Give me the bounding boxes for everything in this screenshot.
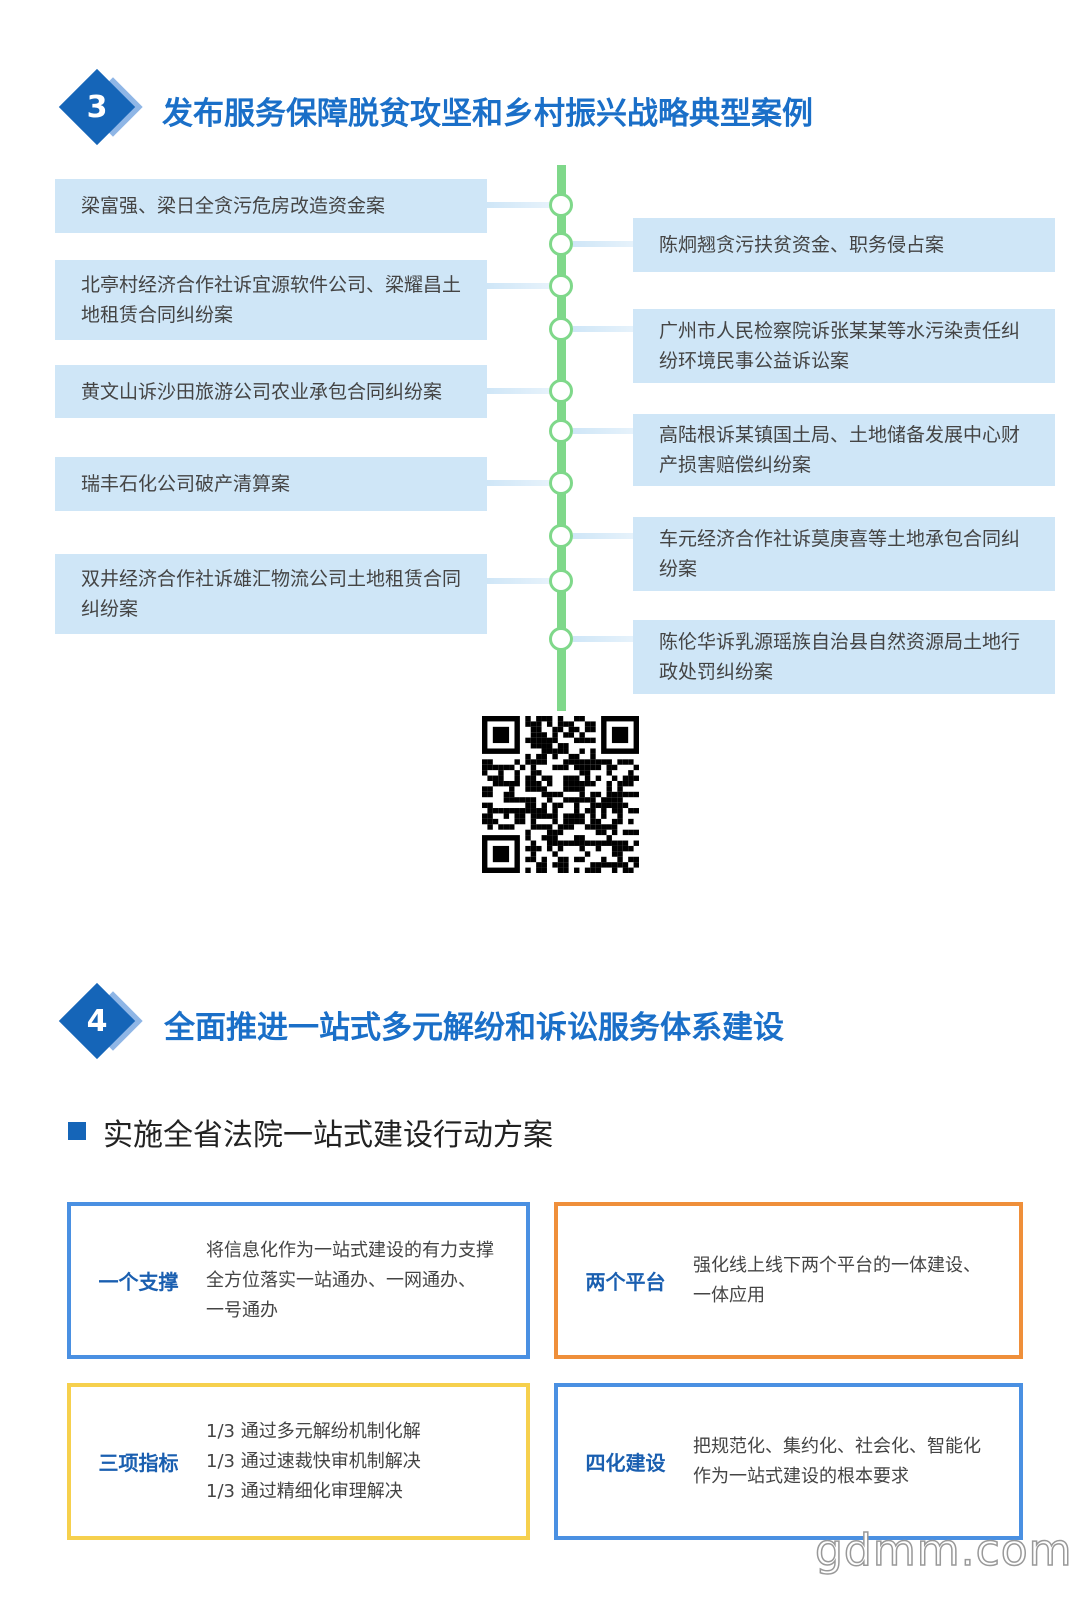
section-4-number-badge: 4 bbox=[58, 982, 143, 1064]
case-item: 陈伦华诉乳源瑶族自治县自然资源局土地行政处罚纠纷案 bbox=[633, 620, 1055, 694]
qr-code bbox=[482, 716, 639, 873]
connector bbox=[573, 241, 633, 247]
case-item: 陈炯翘贪污扶贫资金、职务侵占案 bbox=[633, 218, 1055, 272]
case-item: 双井经济合作社诉雄汇物流公司土地租赁合同纠纷案 bbox=[55, 554, 487, 634]
card-heading: 四化建设 bbox=[585, 1451, 666, 1475]
timeline-node bbox=[549, 232, 573, 256]
timeline-node bbox=[549, 193, 573, 217]
card-line: 作为一站式建设的根本要求 bbox=[693, 1465, 909, 1487]
connector bbox=[487, 480, 549, 486]
case-item: 瑞丰石化公司破产清算案 bbox=[55, 457, 487, 511]
connector bbox=[487, 388, 549, 394]
card-line: 1/3 通过多元解纷机制化解 bbox=[206, 1420, 421, 1442]
connector bbox=[573, 636, 633, 642]
case-item: 黄文山诉沙田旅游公司农业承包合同纠纷案 bbox=[55, 365, 487, 418]
connector bbox=[487, 283, 549, 289]
card-body: 把规范化、集约化、社会化、智能化作为一站式建设的根本要求 bbox=[693, 1432, 981, 1492]
plan-card: 一个支撑 将信息化作为一站式建设的有力支撑全方位落实一站通办、一网通办、一号通办 bbox=[67, 1202, 530, 1359]
case-item: 广州市人民检察院诉张某某等水污染责任纠纷环境民事公益诉讼案 bbox=[633, 309, 1055, 383]
card-line: 将信息化作为一站式建设的有力支撑 bbox=[206, 1239, 494, 1261]
case-item: 北亭村经济合作社诉宜源软件公司、梁耀昌土地租赁合同纠纷案 bbox=[55, 260, 487, 340]
connector bbox=[573, 326, 633, 332]
card-line: 全方位落实一站通办、一网通办、 bbox=[206, 1269, 476, 1291]
card-line: 1/3 通过速裁快审机制解决 bbox=[206, 1450, 421, 1472]
timeline-node bbox=[549, 274, 573, 298]
card-line: 强化线上线下两个平台的一体建设、 bbox=[693, 1254, 981, 1276]
timeline-node bbox=[549, 471, 573, 495]
card-body: 将信息化作为一站式建设的有力支撑全方位落实一站通办、一网通办、一号通办 bbox=[206, 1236, 494, 1326]
card-line: 一号通办 bbox=[206, 1299, 278, 1321]
timeline-node bbox=[549, 317, 573, 341]
card-heading: 一个支撑 bbox=[98, 1270, 179, 1294]
bullet-square-icon bbox=[68, 1122, 86, 1140]
watermark: gdmm.com bbox=[814, 1524, 1073, 1577]
plan-card: 三项指标 1/3 通过多元解纷机制化解 1/3 通过速裁快审机制解决 1/3 通过精细… bbox=[67, 1383, 530, 1540]
connector bbox=[487, 202, 549, 208]
section-4-title: 全面推进一站式多元解纷和诉讼服务体系建设 bbox=[164, 1010, 784, 1046]
section-3-number-badge: 3 bbox=[58, 68, 143, 150]
connector bbox=[487, 578, 549, 584]
plan-card: 两个平台 强化线上线下两个平台的一体建设、一体应用 bbox=[554, 1202, 1023, 1359]
card-body: 1/3 通过多元解纷机制化解 1/3 通过速裁快审机制解决 1/3 通过精细化审理解… bbox=[206, 1417, 421, 1507]
timeline-node bbox=[549, 419, 573, 443]
subtitle: 实施全省法院一站式建设行动方案 bbox=[103, 1118, 553, 1153]
section-3-title: 发布服务保障脱贫攻坚和乡村振兴战略典型案例 bbox=[162, 96, 813, 132]
card-line: 把规范化、集约化、社会化、智能化 bbox=[693, 1435, 981, 1457]
connector bbox=[573, 533, 633, 539]
case-item: 梁富强、梁日全贪污危房改造资金案 bbox=[55, 179, 487, 233]
card-heading: 两个平台 bbox=[585, 1270, 666, 1294]
plan-card: 四化建设 把规范化、集约化、社会化、智能化作为一站式建设的根本要求 bbox=[554, 1383, 1023, 1540]
card-line: 1/3 通过精细化审理解决 bbox=[206, 1480, 403, 1502]
card-body: 强化线上线下两个平台的一体建设、一体应用 bbox=[693, 1251, 981, 1311]
case-item: 车元经济合作社诉莫庚喜等土地承包合同纠纷案 bbox=[633, 517, 1055, 591]
connector bbox=[573, 428, 633, 434]
timeline-node bbox=[549, 627, 573, 651]
timeline-node bbox=[549, 524, 573, 548]
case-item: 高陆根诉某镇国土局、土地储备发展中心财产损害赔偿纠纷案 bbox=[633, 414, 1055, 486]
timeline-node bbox=[549, 379, 573, 403]
card-heading: 三项指标 bbox=[98, 1451, 179, 1475]
timeline-node bbox=[549, 569, 573, 593]
card-line: 一体应用 bbox=[693, 1284, 765, 1306]
